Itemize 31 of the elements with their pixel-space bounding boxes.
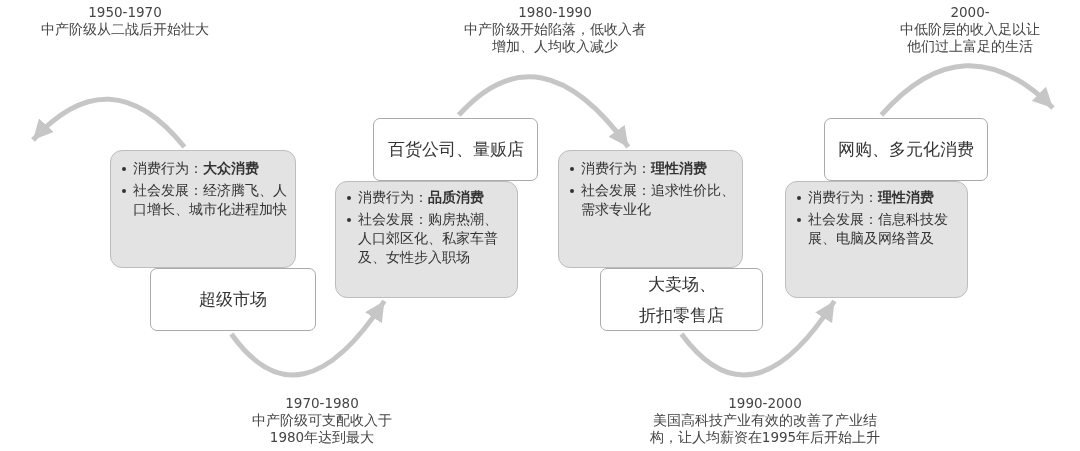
info-card bbox=[335, 181, 518, 298]
label-box: 百货公司、量贩店 bbox=[373, 118, 538, 181]
bullet-text: 消费行为：理性消费 bbox=[581, 160, 707, 176]
curved-arrow bbox=[879, 63, 1055, 117]
info-card bbox=[785, 181, 968, 298]
period-note: 中产阶级从二战后开始壮大 bbox=[40, 21, 210, 38]
curved-arrow bbox=[31, 96, 187, 149]
curved-arrow bbox=[457, 74, 631, 149]
label-box: 超级市场 bbox=[150, 268, 316, 331]
period-year: 2000- bbox=[949, 4, 991, 21]
period-year: 1980-1990 bbox=[517, 4, 593, 21]
bullet-text: 社会发展：购房热潮、人口郊区化、私家车普及、女性步入职场 bbox=[358, 211, 498, 265]
label-box: 网购、多元化消费 bbox=[824, 118, 988, 181]
period-note: 中产阶级开始陷落，低收入者增加、人均收入减少 bbox=[463, 21, 647, 55]
bullet-text: 社会发展：信息科技发展、电脑及网络普及 bbox=[808, 211, 948, 246]
bullet-text: 消费行为：大众消费 bbox=[133, 160, 259, 176]
bullet-text: 社会发展：追求性价比、需求专业化 bbox=[581, 182, 735, 217]
period-year: 1970-1980 bbox=[284, 395, 360, 412]
period-year: 1990-2000 bbox=[727, 395, 803, 412]
info-card bbox=[110, 150, 296, 268]
period-note: 中产阶级可支配收入于1980年达到最大 bbox=[251, 412, 393, 446]
period-year: 1950-1970 bbox=[87, 4, 163, 21]
curved-arrow bbox=[229, 299, 387, 378]
bullet-text: 消费行为：品质消费 bbox=[358, 189, 484, 205]
label-box: 大卖场、折扣零售店 bbox=[600, 268, 763, 331]
info-card bbox=[558, 150, 743, 268]
bullet-text: 社会发展：经济腾飞、人口增长、城市化进程加快 bbox=[133, 182, 287, 217]
period-note: 美国高科技产业有效的改善了产业结构，让人均薪资在1995年后开始上升 bbox=[648, 412, 882, 446]
period-note: 中低阶层的收入足以让他们过上富足的生活 bbox=[899, 21, 1041, 55]
bullet-text: 消费行为：理性消费 bbox=[808, 189, 934, 205]
curved-arrow bbox=[679, 299, 837, 378]
